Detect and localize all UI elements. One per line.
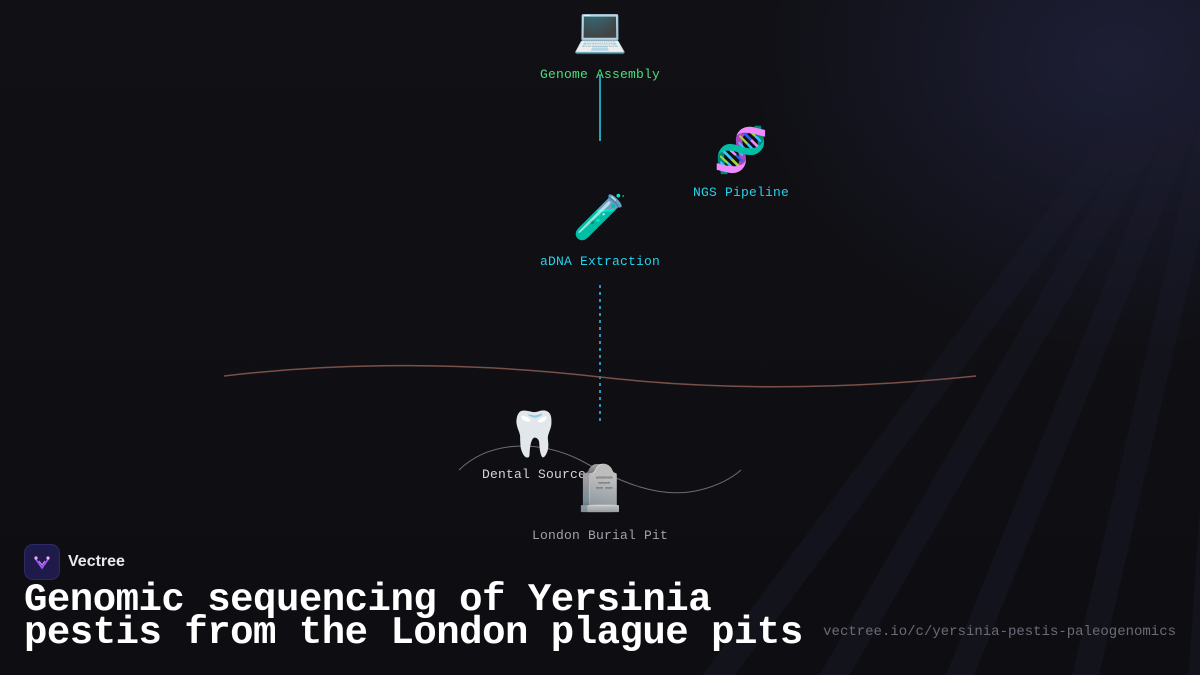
node-label: Dental Source bbox=[481, 467, 587, 482]
node-dental-source: 🦷 Dental Source bbox=[482, 412, 586, 483]
node-label: Genome Assembly bbox=[539, 67, 661, 82]
node-label: London Burial Pit bbox=[531, 528, 669, 543]
ground-surface-line bbox=[223, 364, 977, 388]
node-label: NGS Pipeline bbox=[692, 185, 790, 200]
laptop-icon: 💻 bbox=[572, 9, 628, 59]
node-ngs-pipeline: 🧬 NGS Pipeline bbox=[693, 128, 789, 201]
headstone-icon: 🪦 bbox=[572, 467, 628, 517]
brand-name: Vectree bbox=[68, 553, 125, 570]
vectree-logo-icon bbox=[24, 544, 60, 580]
brand[interactable]: Vectree bbox=[24, 544, 125, 580]
burial-pit-outline bbox=[458, 445, 742, 494]
node-genome-assembly: 💻 Genome Assembly bbox=[540, 8, 660, 83]
dna-icon: 🧬 bbox=[713, 129, 769, 179]
node-london-burial-pit: 🪦 London Burial Pit bbox=[532, 466, 668, 544]
page-url[interactable]: vectree.io/c/yersinia-pestis-paleogenomi… bbox=[823, 624, 1176, 640]
test-tube-icon: 🧪 bbox=[572, 196, 628, 246]
node-label: aDNA Extraction bbox=[539, 254, 661, 269]
node-adna-extraction: 🧪 aDNA Extraction bbox=[540, 195, 660, 270]
tooth-icon: 🦷 bbox=[506, 413, 562, 463]
page-title: Genomic sequencing of Yersinia pestis fr… bbox=[24, 578, 803, 655]
